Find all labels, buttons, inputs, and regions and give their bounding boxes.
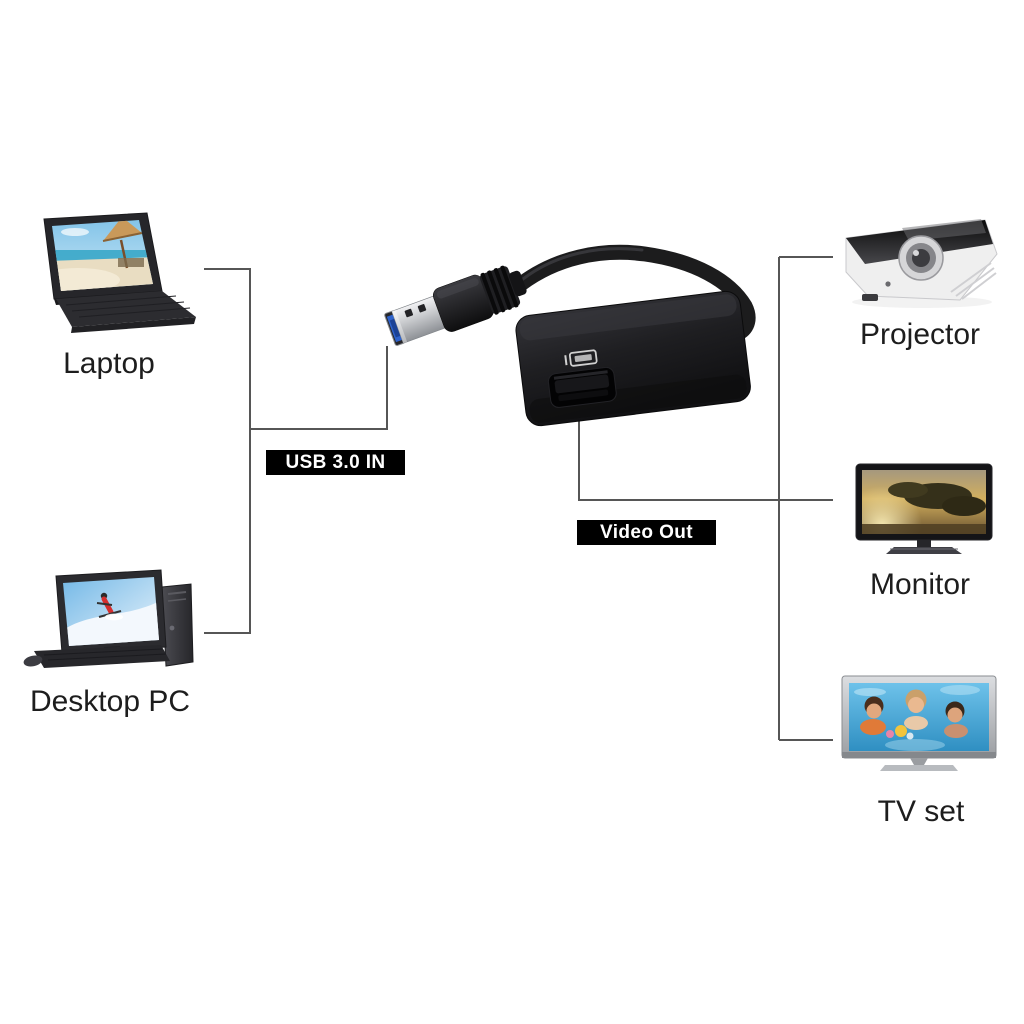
usb-branch-line bbox=[250, 346, 388, 430]
usb-plug bbox=[384, 265, 527, 346]
hdmi-port bbox=[547, 366, 617, 408]
monitor-screen-sunset-image bbox=[862, 470, 986, 534]
monitor-label: Monitor bbox=[869, 568, 971, 601]
tv-set-illustration bbox=[841, 675, 997, 771]
video-out-badge: Video Out bbox=[577, 520, 716, 545]
laptop-illustration bbox=[43, 212, 196, 333]
adapter-cable bbox=[513, 244, 756, 341]
usb-in-badge: USB 3.0 IN bbox=[266, 450, 405, 475]
desktop-pc-illustration bbox=[23, 569, 194, 668]
video-out-connector-line bbox=[578, 406, 833, 501]
laptop-label: Laptop bbox=[63, 347, 155, 380]
laptop-screen-beach-image bbox=[52, 220, 153, 291]
desktop-pc-label: Desktop PC bbox=[29, 685, 191, 718]
tv-set-label: TV set bbox=[877, 795, 965, 828]
monitor-illustration bbox=[855, 463, 993, 554]
connector-lines bbox=[204, 256, 833, 741]
projector-illustration bbox=[845, 219, 998, 308]
projector-label: Projector bbox=[859, 318, 981, 351]
tv-screen-pool-image bbox=[849, 683, 989, 751]
adapter-body bbox=[515, 290, 751, 427]
desktop-screen-skier-image bbox=[63, 577, 159, 646]
hdmi-icon bbox=[564, 349, 598, 367]
laptop-desktop-connector-line bbox=[204, 268, 251, 634]
